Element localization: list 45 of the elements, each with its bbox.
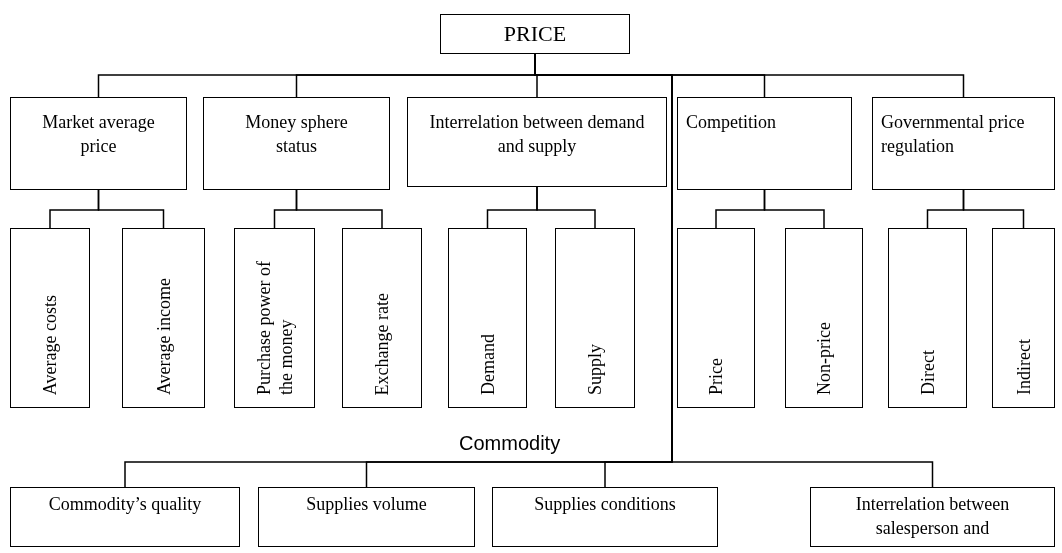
factor-box bbox=[992, 228, 1055, 408]
factor-box bbox=[677, 97, 852, 190]
factor-box bbox=[258, 487, 475, 547]
connector-line bbox=[536, 186, 596, 229]
factor-box bbox=[203, 97, 390, 190]
factor-label: Indirect bbox=[1012, 339, 1035, 395]
connector-line bbox=[295, 189, 383, 229]
factor-box bbox=[448, 228, 527, 408]
factor-box bbox=[122, 228, 205, 408]
box-label: Supplies conditions bbox=[534, 493, 676, 516]
box-label: Interrelation between salesperson and bbox=[854, 493, 1011, 540]
connector-line bbox=[97, 189, 165, 229]
factor-box bbox=[785, 228, 863, 408]
factor-label: Non-price bbox=[813, 322, 835, 395]
factor-box bbox=[342, 228, 422, 408]
factor-box bbox=[10, 97, 187, 190]
box-label: Money sphere status bbox=[244, 111, 349, 158]
connector-line bbox=[962, 189, 1025, 229]
factor-box bbox=[10, 228, 90, 408]
factor-box bbox=[492, 487, 718, 547]
box-label: Supplies volume bbox=[306, 493, 427, 516]
factor-box bbox=[407, 97, 667, 187]
factor-box bbox=[555, 228, 635, 408]
factor-box bbox=[234, 228, 315, 408]
factor-label: Exchange rate bbox=[371, 292, 393, 395]
box-label: Competition bbox=[686, 111, 776, 134]
factor-label: Purchase power of the money bbox=[252, 260, 297, 395]
factor-box bbox=[888, 228, 967, 408]
factor-label: Demand bbox=[476, 334, 499, 395]
box-label: PRICE bbox=[503, 22, 567, 46]
factor-label: Average income bbox=[152, 277, 175, 395]
box-label: Commodity’s quality bbox=[48, 493, 202, 516]
connector-line bbox=[763, 189, 825, 229]
factor-label: Supply bbox=[584, 344, 606, 395]
factor-box bbox=[677, 228, 755, 408]
root-box bbox=[440, 14, 630, 54]
factor-box bbox=[872, 97, 1055, 190]
factor-box bbox=[10, 487, 240, 547]
box-label: Governmental price regulation bbox=[881, 111, 1026, 158]
factor-box bbox=[810, 487, 1055, 547]
box-label: Interrelation between demand and supply bbox=[428, 111, 646, 158]
factor-label: Direct bbox=[916, 350, 939, 395]
box-label: Market average price bbox=[41, 111, 156, 158]
factor-label: Average costs bbox=[39, 294, 61, 395]
factor-label: Price bbox=[705, 358, 727, 395]
